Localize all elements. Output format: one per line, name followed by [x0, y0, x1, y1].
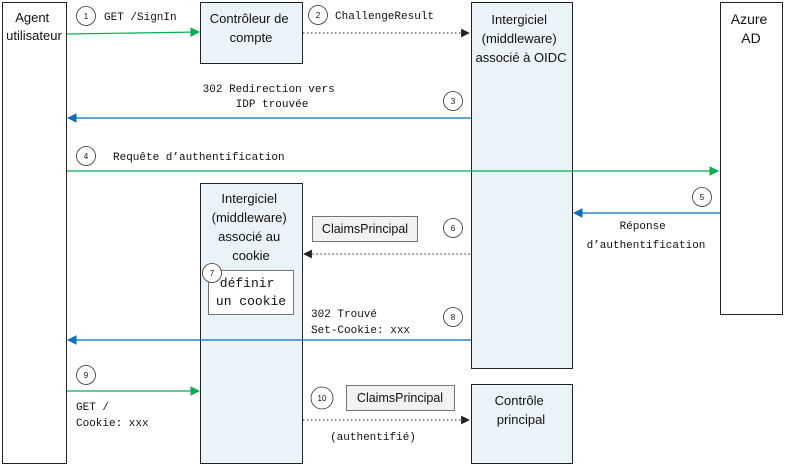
svg-text:Contrôleur de compte: Contrôleur de compte — [210, 11, 292, 45]
svg-text:définir un cookie: définir un cookie — [216, 276, 286, 309]
step-8-badge: 8 — [443, 307, 463, 327]
account-controller-title-line-1: Contrôleur de — [210, 11, 289, 26]
oidc-middleware-title-line-1: Intergiciel — [491, 12, 547, 27]
arrow-step-1 — [66, 27, 200, 37]
svg-text:Réponse d’authentification: Réponse d’authentification — [587, 221, 706, 252]
step-8-number: 8 — [451, 313, 456, 322]
lifeline-account-controller — [200, 2, 303, 64]
step-10-label: ClaimsPrincipal — [357, 391, 443, 405]
step-4-badge: 4 — [76, 146, 96, 166]
oidc-middleware-title-line-3: associé à OIDC — [475, 50, 566, 65]
svg-text:GET / Cookie: xxx: GET / Cookie: xxx — [76, 402, 149, 430]
step-8-label-line-2: Set-Cookie: xxx — [311, 325, 410, 337]
lifeline-user-agent — [2, 2, 67, 464]
step-4-label: Requête d’authentification — [113, 152, 285, 164]
svg-text:Intergiciel (middleware): Intergiciel (middleware) associé à OIDC — [475, 12, 566, 65]
step-1-label: GET /SignIn — [104, 12, 177, 24]
step-10-badge: 10 — [310, 386, 334, 410]
cookie-middleware-title-line-3: associé au — [218, 229, 280, 244]
step-2-badge: 2 — [308, 5, 328, 25]
step-5-number: 5 — [700, 193, 705, 202]
step-2-number: 2 — [316, 11, 321, 20]
azure-ad-title-line-2: AD — [741, 30, 760, 46]
step-3-number: 3 — [451, 97, 456, 106]
step-10-note-box — [346, 385, 455, 411]
step-3-badge: 3 — [443, 91, 463, 111]
svg-text:302 Redirection vers IDP t: 302 Redirection vers IDP trouvée — [203, 84, 342, 111]
account-controller-title-line-2: compte — [230, 30, 273, 45]
step-7-label-line-2: un cookie — [216, 294, 286, 309]
svg-text:Contrôle principal: Contrôle principal — [495, 393, 548, 427]
svg-text:Intergiciel (middleware): Intergiciel (middleware) associé au cook… — [212, 191, 291, 263]
cookie-middleware-title-line-2: (middleware) — [212, 210, 287, 225]
step-7-badge: 7 — [202, 263, 222, 283]
step-6-label: ClaimsPrincipal — [322, 222, 408, 236]
step-7-note-box — [208, 270, 294, 315]
step-9-number: 9 — [84, 371, 89, 380]
step-1-badge: 1 — [76, 6, 96, 26]
azure-ad-title-line-1: Azure — [731, 11, 768, 27]
svg-text:Azure AD: Azure AD — [731, 11, 771, 46]
cookie-middleware-title-line-1: Intergiciel — [221, 191, 277, 206]
svg-text:302 Trouvé Set-Cookie: xxx: 302 Trouvé Set-Cookie: xxx — [311, 309, 410, 337]
step-10-sublabel: (authentifié) — [330, 432, 416, 444]
step-3-label-line-1: 302 Redirection vers — [203, 84, 335, 96]
step-7-number: 7 — [210, 269, 215, 278]
lifeline-main-controller — [471, 384, 573, 464]
lifeline-oidc-middleware — [471, 2, 573, 369]
step-1-number: 1 — [84, 12, 89, 21]
step-7-label-line-1: définir — [220, 276, 275, 291]
step-2-label: ChallengeResult — [335, 11, 434, 23]
user-agent-title-line-1: Agent — [15, 10, 49, 25]
main-controller-title-line-2: principal — [497, 412, 546, 427]
step-6-badge: 6 — [443, 218, 463, 238]
main-controller-title-line-1: Contrôle — [495, 393, 544, 408]
step-5-label-line-2: d’authentification — [587, 240, 706, 252]
user-agent-title-line-2: utilisateur — [6, 28, 62, 43]
step-9-badge: 9 — [76, 365, 96, 385]
step-3-label-line-2: IDP trouvée — [236, 99, 309, 111]
step-9-label-line-2: Cookie: xxx — [76, 418, 149, 430]
step-5-badge: 5 — [692, 187, 712, 207]
step-8-label-line-1: 302 Trouvé — [311, 309, 377, 321]
step-9-label-line-1: GET / — [76, 402, 109, 414]
oidc-middleware-title-line-2: (middleware) — [482, 31, 557, 46]
step-6-number: 6 — [451, 224, 456, 233]
step-6-note-box — [312, 216, 418, 242]
lifeline-cookie-middleware — [200, 183, 303, 464]
step-5-label-line-1: Réponse — [620, 221, 666, 233]
step-10-number: 10 — [318, 394, 327, 403]
cookie-middleware-title-line-4: cookie — [232, 248, 270, 263]
svg-text:Agent utilisateur: Agent utilisateur — [6, 10, 62, 43]
step-4-number: 4 — [84, 152, 89, 161]
lifeline-azure-ad — [720, 2, 783, 315]
